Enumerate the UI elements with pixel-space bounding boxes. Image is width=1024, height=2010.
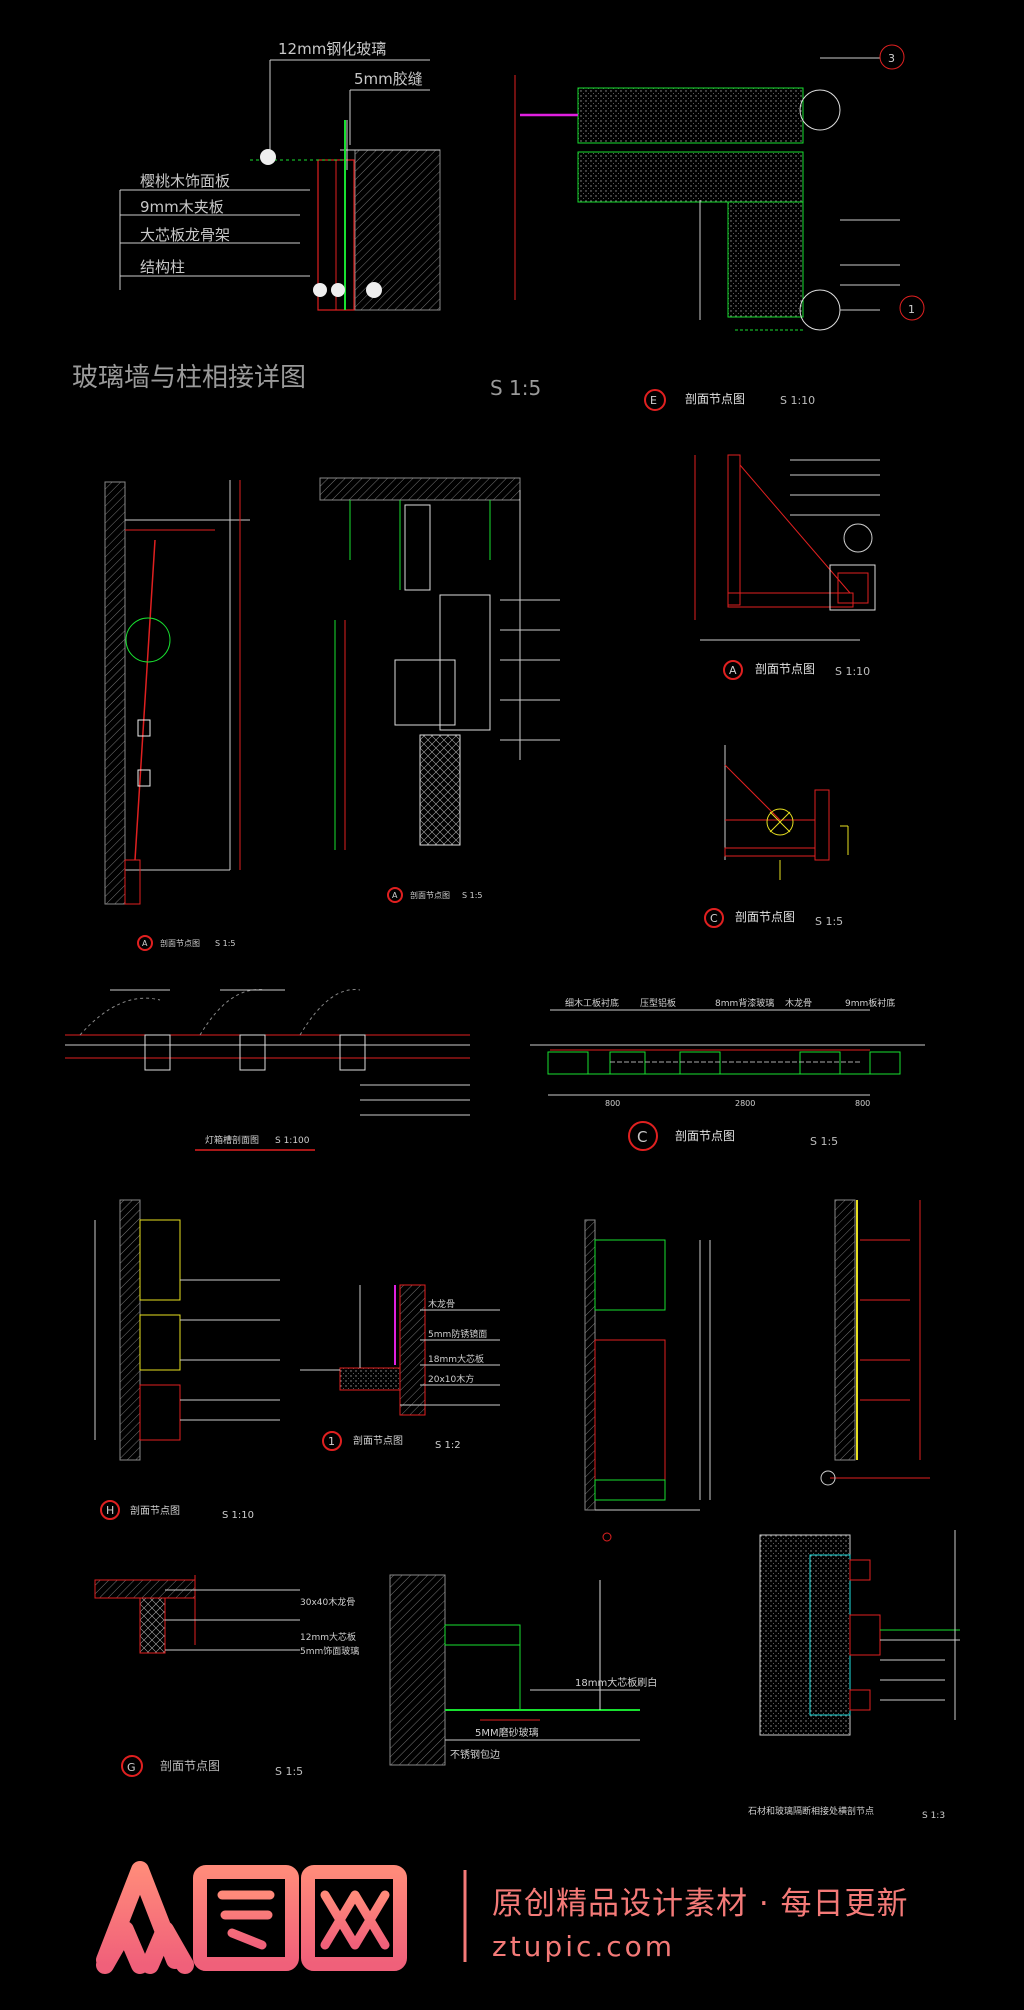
section-a-mid-circle <box>387 887 403 903</box>
c-label-1: 细木工板衬底 <box>565 997 619 1009</box>
label-item-3: 大芯板龙骨架 <box>140 226 230 244</box>
callout-circle-3 <box>879 44 905 70</box>
section-1-title: 剖面节点图 <box>353 1434 403 1447</box>
callout-3: 3 <box>888 52 895 65</box>
section-c-right-scale: S 1:5 <box>815 915 843 928</box>
section-a-right-title: 剖面节点图 <box>755 662 815 676</box>
section-a-left-letter: A <box>142 939 148 948</box>
section-e-title: 剖面节点图 <box>685 392 745 406</box>
section-a-left-scale: S 1:5 <box>215 939 236 948</box>
callout-circle-1 <box>899 295 925 321</box>
section-h-letter: H <box>106 1504 114 1517</box>
section-a-left-drawing: A 剖面节点图 S 1:5 <box>104 480 250 951</box>
section-a-right-drawing: A 剖面节点图 S 1:10 <box>694 454 880 680</box>
section-h-drawing: H 剖面节点图 S 1:10 <box>94 1199 280 1521</box>
section-c-right-circle <box>704 908 724 928</box>
section-h-title: 剖面节点图 <box>130 1504 180 1517</box>
section-1-drawing: 木龙骨 5mm防锈镜面 18mm大芯板 20x10木方 1 剖面节点图 S 1:… <box>300 1284 500 1451</box>
section-a-left-title: 剖面节点图 <box>160 938 200 948</box>
section-e-letter: E <box>650 394 657 407</box>
section-c-mid-letter: C <box>637 1128 647 1146</box>
section-a-mid-drawing: A 剖面节点图 S 1:5 <box>319 477 560 903</box>
c-dim-3: 800 <box>855 1099 870 1108</box>
section-e-scale: S 1:10 <box>780 394 815 407</box>
section-1-scale: S 1:2 <box>435 1440 461 1451</box>
lightbox-scale: S 1:100 <box>275 1136 310 1146</box>
section-g-letter: G <box>127 1761 136 1774</box>
callout-1: 1 <box>908 303 915 316</box>
g-label-2: 12mm大芯板 <box>300 1631 356 1643</box>
i-label-3: 18mm大芯板 <box>428 1353 484 1365</box>
label-item-1: 樱桃木饰面板 <box>140 172 230 190</box>
watermark-logo <box>96 1861 407 1974</box>
section-c-right-drawing: C 剖面节点图 S 1:5 <box>704 745 849 928</box>
detail-title: 玻璃墙与柱相接详图 <box>72 363 306 393</box>
mb-label-3: 18mm大芯板刷白 <box>575 1676 657 1689</box>
section-g-drawing: 30x40木龙骨 12mm大芯板 5mm饰面玻璃 G 剖面节点图 S 1:5 <box>94 1575 359 1778</box>
section-1-circle <box>322 1431 342 1451</box>
section-g-title: 剖面节点图 <box>160 1759 220 1773</box>
section-h-circle <box>100 1500 120 1520</box>
section-e-drawing: 3 1 E 剖面节点图 S 1:10 <box>514 44 925 411</box>
c-label-3: 8mm背漆玻璃 <box>715 997 774 1009</box>
tall-middle-drawing <box>584 1219 711 1542</box>
watermark-site: ztupic.com <box>492 1930 675 1963</box>
g-label-3: 5mm饰面玻璃 <box>300 1645 359 1657</box>
right-bottom-drawing: 石材和玻璃隔断相接处横剖节点 S 1:3 <box>748 1530 960 1821</box>
section-a-left-circle <box>137 935 153 951</box>
glass-column-detail: 12mm钢化玻璃 5mm胶缝 樱桃木饰面板 9mm木夹板 大芯板龙骨架 结构柱 … <box>72 40 541 400</box>
section-a-mid-title: 剖面节点图 <box>410 890 450 900</box>
section-c-mid-title: 剖面节点图 <box>675 1129 735 1143</box>
g-label-1: 30x40木龙骨 <box>300 1596 355 1608</box>
section-c-mid-scale: S 1:5 <box>810 1135 838 1148</box>
i-label-1: 木龙骨 <box>428 1298 455 1310</box>
right-bottom-scale: S 1:3 <box>922 1811 945 1821</box>
lightbox-title: 灯箱槽剖面图 <box>205 1134 259 1146</box>
detail-scale: S 1:5 <box>490 376 541 400</box>
mb-label-2: 不锈钢包边 <box>450 1748 500 1761</box>
lightbox-drawing: 灯箱槽剖面图 S 1:100 <box>65 989 470 1151</box>
section-c-right-title: 剖面节点图 <box>735 910 795 924</box>
label-item-2: 9mm木夹板 <box>140 198 224 216</box>
section-a-right-circle <box>723 660 743 680</box>
section-h-scale: S 1:10 <box>222 1510 254 1521</box>
right-bottom-title: 石材和玻璃隔断相接处横剖节点 <box>748 1805 874 1817</box>
label-glass: 12mm钢化玻璃 <box>278 40 386 58</box>
section-g-circle <box>121 1755 143 1777</box>
section-c-mid-drawing: 细木工板衬底 压型铝板 8mm背漆玻璃 木龙骨 9mm板衬底 800 2800 … <box>530 997 925 1151</box>
c-dim-2: 2800 <box>735 1099 755 1108</box>
section-c-right-letter: C <box>710 912 718 925</box>
watermark-tagline: 原创精品设计素材 · 每日更新 <box>492 1886 909 1922</box>
section-a-mid-scale: S 1:5 <box>462 891 483 900</box>
c-label-5: 9mm板衬底 <box>845 997 895 1009</box>
section-a-right-letter: A <box>729 664 737 677</box>
i-label-4: 20x10木方 <box>428 1373 474 1385</box>
i-label-2: 5mm防锈镜面 <box>428 1328 487 1340</box>
section-c-mid-circle <box>628 1121 658 1151</box>
section-a-mid-letter: A <box>392 891 398 900</box>
c-label-4: 木龙骨 <box>785 997 812 1009</box>
section-a-right-scale: S 1:10 <box>835 665 870 678</box>
c-label-2: 压型铝板 <box>640 997 676 1009</box>
mid-bottom-drawing: 5MM磨砂玻璃 不锈钢包边 18mm大芯板刷白 <box>389 1574 657 1766</box>
section-e-circle <box>644 389 666 411</box>
mb-label-1: 5MM磨砂玻璃 <box>475 1726 539 1739</box>
section-1-letter: 1 <box>328 1435 335 1448</box>
right-tall-drawing <box>820 1199 930 1486</box>
label-joint: 5mm胶缝 <box>354 70 423 88</box>
c-dim-1: 800 <box>605 1099 620 1108</box>
label-item-4: 结构柱 <box>140 258 185 276</box>
watermark: 原创精品设计素材 · 每日更新 ztupic.com <box>96 1861 909 1974</box>
section-g-scale: S 1:5 <box>275 1765 303 1778</box>
